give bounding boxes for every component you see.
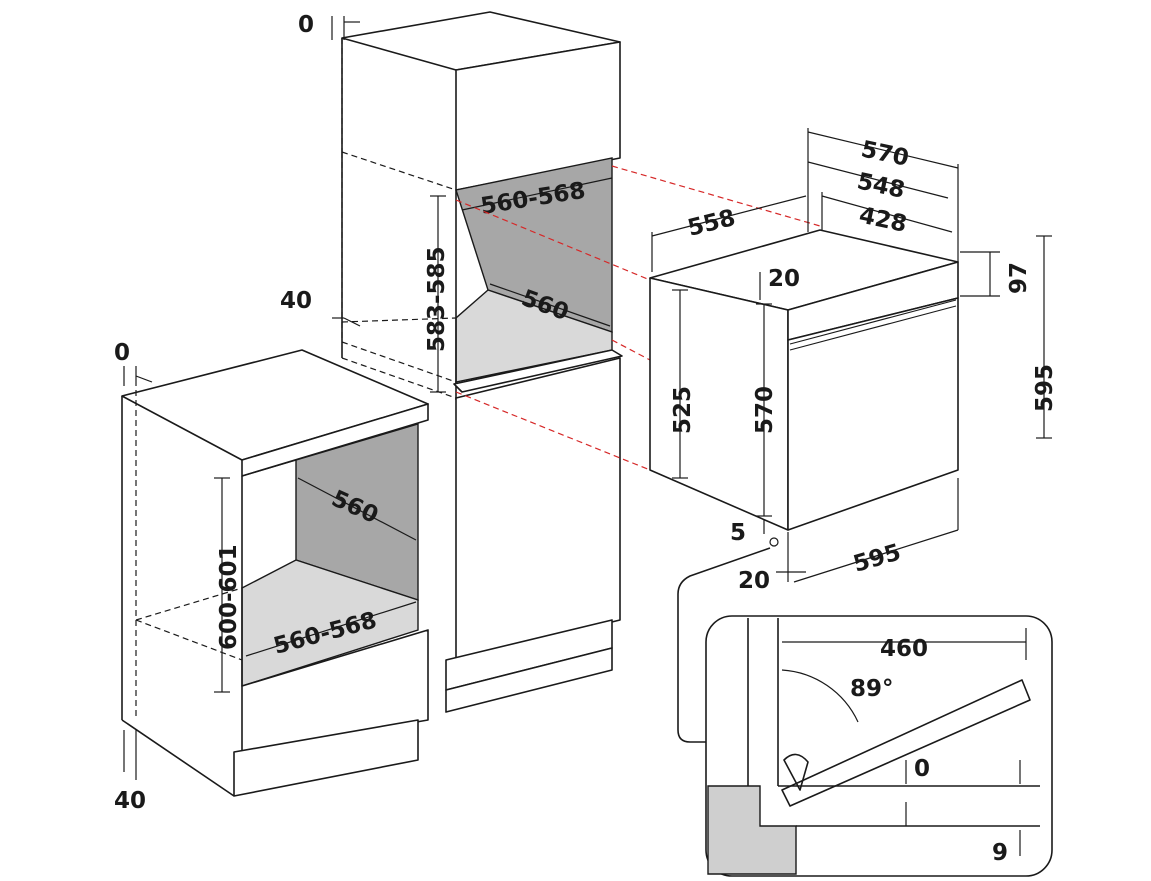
oven-offset-bottom-label: 5: [730, 520, 746, 546]
door-angle-label: 89°: [850, 676, 894, 702]
oven-total-height-label: 595: [1032, 364, 1058, 412]
oven-depth-total-label: 570: [859, 136, 911, 171]
oven-depth-body-label: 548: [855, 168, 907, 203]
detail-door-panel: [781, 679, 1031, 807]
base-back-gap-label: 40: [114, 788, 146, 814]
oven-width-label: 595: [850, 540, 903, 578]
oven-body-height-label: 570: [752, 386, 778, 434]
oven-offset-front-label: 20: [738, 568, 770, 594]
tall-cabinet-lower-front: [455, 357, 621, 661]
oven-depth-inner-label: 428: [857, 202, 909, 237]
oven-door: [787, 297, 959, 531]
alignment-lines: [455, 165, 821, 471]
base-cabinet: [121, 349, 429, 797]
detail-leader: [677, 547, 771, 743]
oven-offset-top-label: 20: [768, 266, 800, 292]
oven-panel-height-label: 97: [1006, 262, 1032, 294]
tall-back-gap-label: 40: [280, 288, 312, 314]
tall-top-gap-label: 0: [298, 12, 314, 38]
tall-cabinet: [341, 11, 623, 713]
door-gap-top-label: 0: [914, 756, 930, 782]
base-niche-height-label: 600-601: [216, 544, 242, 650]
door-opening-depth-label: 460: [880, 636, 928, 662]
door-detail-inset: 460 89° 0 9: [705, 615, 1053, 877]
base-top-gap-label: 0: [114, 340, 130, 366]
tall-cabinet-upper-front: [455, 41, 621, 191]
oven-side-depth-label: 558: [685, 205, 738, 242]
tall-niche-height-label: 583-585: [424, 246, 450, 352]
oven: [649, 229, 959, 531]
door-gap-bottom-label: 9: [992, 840, 1008, 866]
oven-side-height-label: 525: [670, 386, 696, 434]
